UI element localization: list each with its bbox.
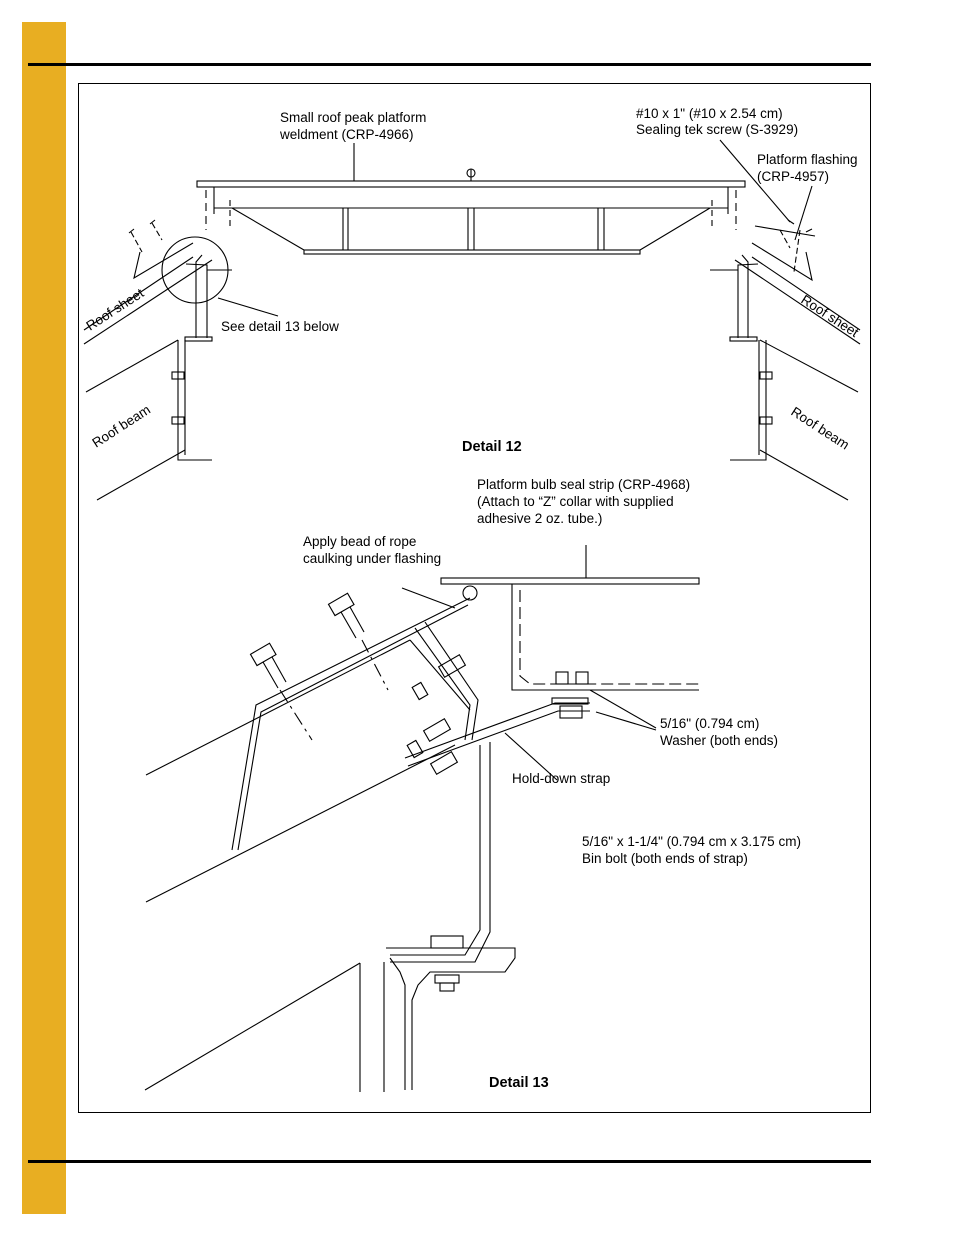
washer-label-2: Washer (both ends) [660,733,778,748]
flashing-label-1: Platform flashing [757,152,858,167]
seal-label-2: (Attach to “Z” collar with supplied [477,494,674,509]
weldment-label-2: weldment (CRP-4966) [279,127,414,142]
detail-12-title: Detail 12 [462,439,522,455]
screw-label-1: #10 x 1" (#10 x 2.54 cm) [636,106,783,121]
weldment-label-1: Small roof peak platform [280,110,426,125]
washer-label-1: 5/16" (0.794 cm) [660,716,759,731]
detail-13-drawing [144,545,700,1092]
caulk-label-2: caulking under flashing [303,551,441,566]
seal-strip [440,577,700,585]
side-tab [22,22,66,1214]
platform-weldment [196,168,746,255]
z-collar [414,627,471,741]
screw-label-2: Sealing tek screw (S-3929) [636,122,798,137]
hold-down-strap [404,702,590,759]
seal-label-3: adhesive 2 oz. tube.) [477,511,602,526]
flashing [231,597,471,851]
bolt-label-2: Bin bolt (both ends of strap) [582,851,748,866]
strap-label: Hold-down strap [512,771,610,786]
roof-sheet-right-label: Roof sheet [798,292,861,340]
caulk-label-1: Apply bead of rope [303,534,416,549]
roof-beam-left-label: Roof beam [89,402,153,451]
left-roof-assembly [83,219,279,501]
detail-12-drawing [83,139,861,501]
right-roof-assembly [710,219,861,501]
bulb-seal [462,585,478,601]
detail-12-labels: Small roof peak platform weldment (CRP-4… [83,106,861,455]
bolt-label-1: 5/16" x 1-1/4" (0.794 cm x 3.175 cm) [582,834,801,849]
footer-rule [28,1160,871,1163]
flashing-label-2: (CRP-4957) [757,169,829,184]
figure-frame [78,83,871,1113]
see-detail-label: See detail 13 below [221,319,339,334]
tek-screw-left [249,642,313,741]
detail-13-title: Detail 13 [489,1075,549,1091]
tek-screw-right [327,592,389,691]
seal-label-1: Platform bulb seal strip (CRP-4968) [477,477,690,492]
roof-beam-right-label: Roof beam [788,404,852,453]
header-rule [28,63,871,66]
detail-13-labels: Platform bulb seal strip (CRP-4968) (Att… [303,477,801,1091]
